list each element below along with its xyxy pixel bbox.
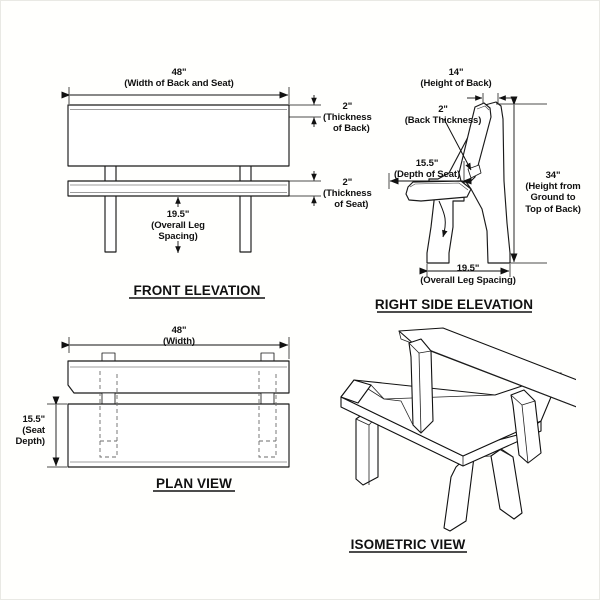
side-dim-195-value: 19.5" (456, 263, 480, 274)
iso-hidden-brace (383, 398, 414, 426)
plan-view-title: PLAN VIEW (156, 476, 232, 491)
isometric-view-geometry (340, 327, 599, 553)
plan-view-geometry (47, 337, 290, 492)
front-dim-seat-thickness-text: 2" (Thickness of Seat) (323, 177, 372, 211)
front-back-board (67, 104, 290, 167)
iso-hidden-edge (370, 384, 385, 400)
iso-back-post-left (408, 338, 434, 434)
front-seat-board (67, 180, 290, 197)
plan-connector-left (101, 392, 116, 405)
front-elevation-title: FRONT ELEVATION (133, 283, 261, 298)
side-elevation-geometry (377, 93, 547, 313)
front-leg-left (104, 155, 117, 253)
front-elevation-geometry (61, 87, 321, 299)
plan-hidden-leg-right (258, 371, 277, 458)
plan-dim-width-text: 48" (Width) (163, 325, 195, 348)
plan-seat-slab (67, 403, 290, 468)
side-leader-seat-underside (438, 200, 448, 238)
side-back-board-edge (476, 105, 490, 111)
iso-leg-right-back (490, 448, 523, 520)
side-dim-195-note: (Overall Leg Spacing) (420, 275, 516, 286)
front-dim-back-thickness-text: 2" (Thickness of Back) (323, 101, 372, 135)
iso-clip-mask (576, 321, 599, 581)
iso-back-post-left-corner (418, 352, 422, 434)
side-elevation-title: RIGHT SIDE ELEVATION (374, 297, 534, 312)
side-back-bracket (467, 164, 482, 179)
plan-hidden-leg-left (99, 371, 118, 458)
front-dim-leg-spacing-text: 19.5" (Overall Leg Spacing) (151, 209, 205, 243)
plan-connector-right (260, 392, 275, 405)
side-dim-14-text: 14" (Height of Back) (420, 67, 492, 90)
iso-leg-right-front (443, 452, 475, 532)
side-dim-back-thickness-text: 2" (Back Thickness) (404, 104, 482, 127)
iso-back-post-right-corner (521, 404, 529, 464)
front-dim-48-text: 48" (Width of Back and Seat) (124, 67, 234, 90)
iso-back-post-right (510, 389, 542, 464)
side-leader-back-thickness (443, 118, 472, 171)
side-dim-seat-depth-text: 15.5" (Depth of Seat) (393, 158, 461, 181)
plan-back-board (67, 360, 290, 394)
front-leg-right (239, 155, 252, 253)
plan-dim-depth-text: 15.5" (Seat Depth) (15, 414, 46, 448)
side-dim-34-text: 34" (Height from Ground to Top of Back) (525, 170, 581, 215)
isometric-view-title: ISOMETRIC VIEW (350, 537, 466, 552)
